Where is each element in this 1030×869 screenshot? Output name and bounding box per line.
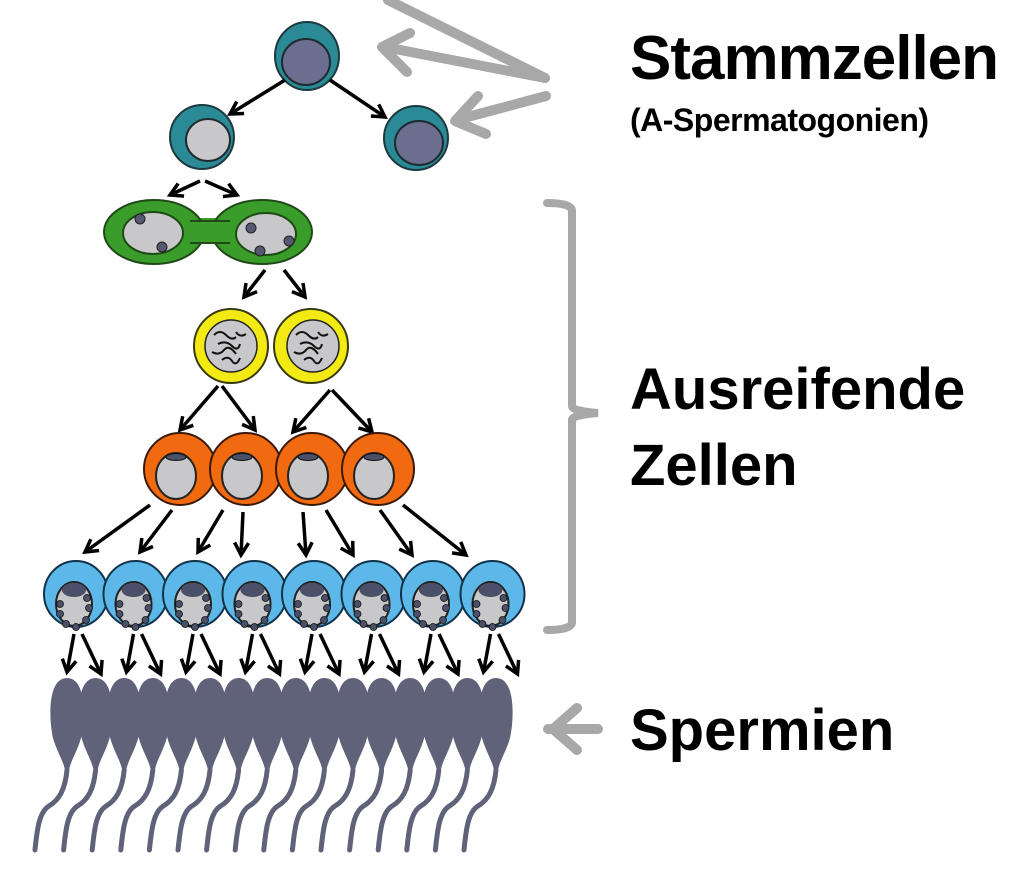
arrow xyxy=(139,633,164,678)
blue-arrows xyxy=(60,633,521,678)
yellow-arrows xyxy=(177,384,375,435)
arrow xyxy=(60,633,78,676)
sperm-cell xyxy=(318,678,370,853)
stem-cell-left xyxy=(169,104,235,170)
sperm-cell xyxy=(261,678,313,853)
sperm-row xyxy=(32,678,513,853)
blue-spermatid xyxy=(281,560,347,631)
orange-spermatid xyxy=(341,432,415,506)
stem-arrows xyxy=(166,78,388,199)
sperm-cell xyxy=(175,678,227,853)
arrow xyxy=(318,633,342,678)
arrow xyxy=(437,633,461,678)
sperm-pointer-arrow xyxy=(543,703,603,755)
arrow xyxy=(477,633,494,676)
arrow xyxy=(358,633,375,676)
blue-spermatid xyxy=(102,560,169,631)
arrow xyxy=(179,633,197,676)
arrow xyxy=(199,633,223,678)
sperm-cell xyxy=(89,678,141,853)
green-arrows xyxy=(241,268,308,300)
yellow-spermatocyte-pair xyxy=(193,308,349,384)
arrow xyxy=(239,633,256,676)
sperm-cell xyxy=(32,678,84,853)
arrow xyxy=(496,633,521,678)
blue-spermatid xyxy=(221,560,288,631)
orange-spermatid xyxy=(143,432,217,506)
sperm-cell xyxy=(61,678,113,853)
arrow xyxy=(417,633,435,676)
blue-spermatid xyxy=(459,560,526,631)
blue-spermatid-row xyxy=(43,560,526,631)
stem-cells-label: Stammzellen xyxy=(630,24,999,93)
stem-cell-pointer-arrows xyxy=(377,0,551,139)
maturing-cells-bracket xyxy=(543,199,599,634)
maturing-cells-label-line1: Ausreifende xyxy=(630,357,966,422)
arrow xyxy=(377,633,402,678)
sperm-cell xyxy=(204,678,256,853)
orange-arrows xyxy=(82,503,469,559)
blue-spermatid xyxy=(400,560,466,631)
sperm-cell xyxy=(289,678,342,853)
sperm-cell xyxy=(118,678,170,853)
arrow xyxy=(258,633,283,678)
maturing-cells-label: Ausreifende Zellen xyxy=(630,352,965,504)
arrow xyxy=(80,633,104,678)
sperm-cell xyxy=(375,678,427,853)
sperm-label: Spermien xyxy=(630,698,895,763)
sperm-cell xyxy=(347,678,399,853)
green-spermatogonia-pair xyxy=(103,199,313,265)
sperm-cell xyxy=(404,678,456,853)
blue-spermatid xyxy=(340,560,407,631)
maturing-cells-label-line2: Zellen xyxy=(630,433,798,498)
stem-cells-sublabel: (A-Spermatogonien) xyxy=(630,102,929,138)
stem-cell-top xyxy=(274,21,340,91)
arrow xyxy=(120,633,137,676)
orange-spermatid xyxy=(275,432,349,506)
arrow xyxy=(298,633,316,676)
blue-spermatid xyxy=(43,560,109,631)
orange-spermatid xyxy=(209,432,283,506)
sperm-cell xyxy=(461,678,513,853)
orange-spermatid-row xyxy=(143,432,415,506)
sperm-cell xyxy=(232,678,284,853)
sperm-cell xyxy=(432,678,485,853)
blue-spermatid xyxy=(162,560,228,631)
stem-cell-right xyxy=(383,105,449,171)
sperm-cell xyxy=(146,678,199,853)
